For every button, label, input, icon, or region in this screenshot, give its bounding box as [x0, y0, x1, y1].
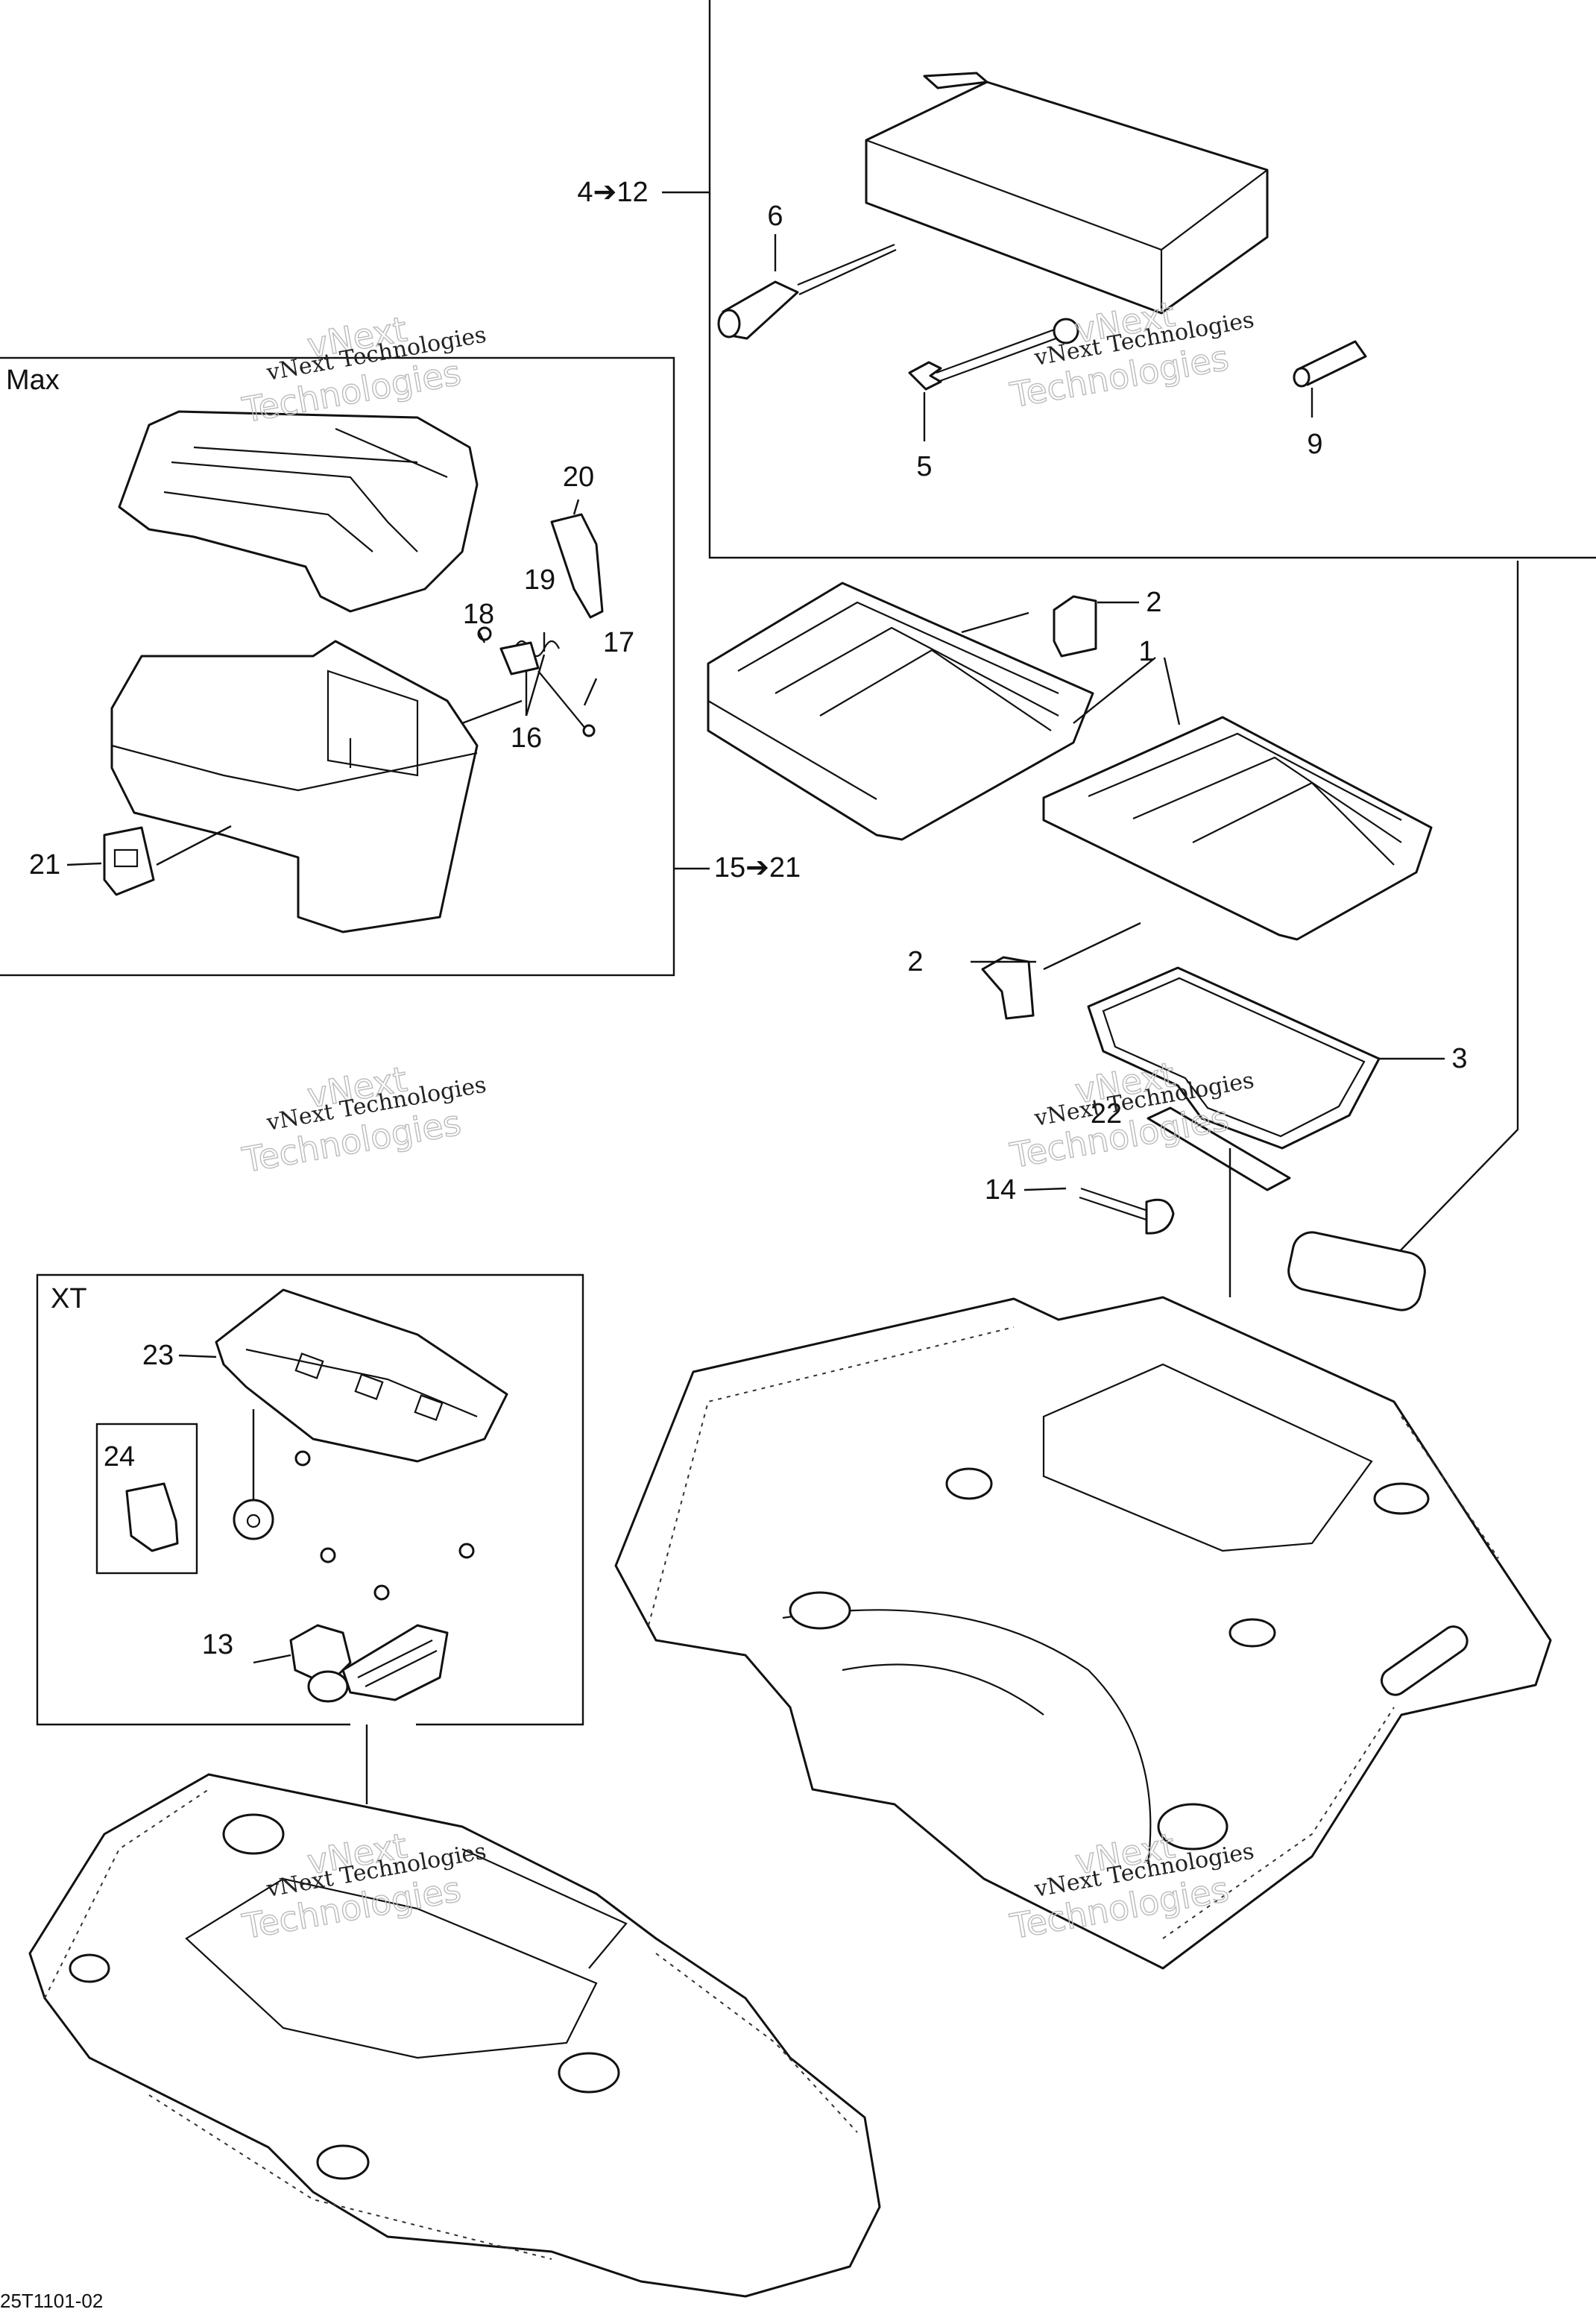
callout-9: 9 [1307, 429, 1322, 460]
kit-4-12-label: 4➔12 [577, 177, 648, 208]
xt-harness [289, 1624, 449, 1703]
spanner-wrench [1079, 1187, 1175, 1235]
rack-gasket [1087, 966, 1381, 1150]
max-group-label: Max [6, 365, 60, 396]
rear-rack-right [1042, 716, 1433, 941]
fuse-puller [1293, 340, 1367, 388]
callout-5: 5 [916, 451, 932, 482]
tool-roll [1287, 1231, 1426, 1311]
rear-rack-left [707, 582, 1094, 841]
max-storage-bin [110, 640, 479, 933]
rear-fender-xt [28, 1773, 881, 2298]
callout-21: 21 [29, 849, 60, 881]
xt-fasteners [294, 1450, 475, 1601]
callout-1: 1 [1138, 636, 1154, 667]
callout-20: 20 [563, 462, 594, 493]
callout-labels: 1 2 2 3 5 6 9 13 14 16 17 18 19 20 21 22… [29, 201, 1468, 1660]
watermark-2: vNext vNext Technologies Technologies [1006, 294, 1256, 416]
figure-reference: 25T1101-02 [0, 2290, 103, 2312]
bin-clip [103, 826, 155, 896]
kit-4-12-frame [662, 0, 1596, 559]
xt-clip-box [95, 1423, 274, 1575]
callout-2-bottom: 2 [907, 946, 923, 977]
group-connector-lines [674, 561, 1519, 1279]
max-group-frame [0, 356, 675, 977]
callout-2-top: 2 [1146, 587, 1161, 618]
watermark-3: vNext vNext Technologies Technologies [239, 1059, 488, 1181]
strap [1146, 1106, 1291, 1191]
rear-fender-main [614, 1296, 1552, 1970]
callout-3: 3 [1451, 1043, 1467, 1074]
tool-pouch [865, 72, 1269, 315]
callout-17: 17 [603, 627, 634, 658]
callout-13: 13 [202, 1629, 233, 1660]
callout-19: 19 [524, 564, 555, 596]
xt-plate [215, 1288, 508, 1463]
rack-clip-top [1053, 595, 1097, 658]
callout-18: 18 [463, 599, 494, 630]
callout-14: 14 [985, 1174, 1016, 1206]
leader-lines [66, 234, 1445, 1804]
callout-16: 16 [511, 722, 542, 754]
wrench [908, 318, 1079, 391]
latch-assembly [477, 513, 604, 737]
callout-23: 23 [142, 1340, 174, 1371]
screwdriver [717, 243, 897, 340]
xt-group-frame [36, 1273, 584, 1726]
callout-6: 6 [767, 201, 783, 232]
watermark-1: vNext vNext Technologies Technologies [239, 309, 488, 431]
callout-24: 24 [104, 1441, 135, 1473]
callout-22: 22 [1091, 1098, 1122, 1130]
max-storage-lid [118, 410, 479, 613]
kit-15-21-label: 15➔21 [714, 852, 801, 884]
xt-group-label: XT [51, 1283, 87, 1314]
rack-clip-bottom [981, 956, 1035, 1020]
